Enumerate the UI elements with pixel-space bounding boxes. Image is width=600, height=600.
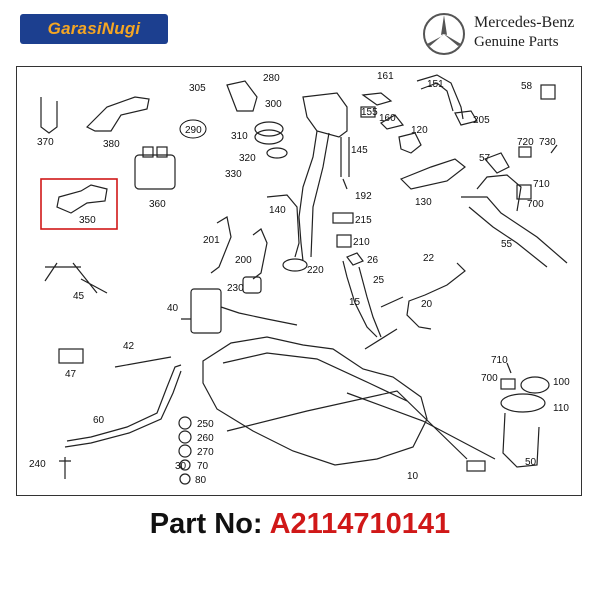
callout-label: 305: [189, 83, 206, 94]
callout-label: 240: [29, 459, 46, 470]
callout-label: 45: [73, 291, 85, 302]
brand-name-text: GarasiNugi: [47, 19, 141, 38]
callout-label: 15: [349, 297, 361, 308]
callout-label: 260: [197, 433, 214, 444]
callout-label: 161: [377, 71, 394, 82]
part-number-footer: Part No: A2114710141: [0, 508, 600, 541]
callout-label: 47: [65, 369, 77, 380]
brand-badge: GarasiNugi: [20, 14, 168, 44]
callout-label: 205: [473, 115, 490, 126]
highlight-box: [40, 178, 118, 230]
callout-label: 320: [239, 153, 256, 164]
callout-label: 10: [407, 471, 419, 482]
callout-label: 330: [225, 169, 242, 180]
mercedes-star-icon: [423, 13, 465, 55]
exploded-fuel-tank-diagram: 370 380 305 290 310 320 330 280 300 161 …: [29, 71, 570, 486]
callout-label: 270: [197, 447, 214, 458]
callout-label: 70: [197, 461, 209, 472]
callout-label: 201: [203, 235, 220, 246]
callout-label: 280: [263, 73, 280, 84]
callout-label: 57: [479, 153, 491, 164]
callout-label: 151: [427, 79, 444, 90]
callout-label: 58: [521, 81, 533, 92]
callout-label: 250: [197, 419, 214, 430]
callout-label: 700: [527, 199, 544, 210]
callout-label: 215: [355, 215, 372, 226]
callout-label: 310: [231, 131, 248, 142]
part-number-label: Part No:: [149, 508, 263, 540]
callout-label: 120: [411, 125, 428, 136]
callout-label: 20: [421, 299, 433, 310]
callout-label: 200: [235, 255, 252, 266]
callout-label: 110: [553, 403, 569, 414]
callout-label: 290: [185, 125, 202, 136]
callout-label: 100: [553, 377, 570, 388]
callout-label: 210: [353, 237, 370, 248]
callout-label: 80: [195, 475, 207, 486]
callout-label: 50: [525, 457, 537, 468]
callout-label: 192: [355, 191, 372, 202]
callout-label: 22: [423, 253, 435, 264]
callout-label: 30: [175, 461, 187, 472]
callout-label: 155: [361, 107, 378, 118]
part-number-value: A2114710141: [269, 508, 451, 540]
callout-label: 710: [533, 179, 550, 190]
callout-label: 700: [481, 373, 498, 384]
callout-label: 60: [93, 415, 105, 426]
callout-label: 220: [307, 265, 324, 276]
callout-label: 720: [517, 137, 534, 148]
callout-label: 145: [351, 145, 368, 156]
callout-label: 160: [379, 113, 396, 124]
callout-label: 300: [265, 99, 282, 110]
callout-label: 25: [373, 275, 385, 286]
callout-label: 40: [167, 303, 179, 314]
callout-label: 42: [123, 341, 135, 352]
parts-diagram: 370 380 305 290 310 320 330 280 300 161 …: [16, 66, 582, 496]
callout-label: 55: [501, 239, 513, 250]
genuine-parts-subtitle: Genuine Parts: [474, 34, 559, 50]
callout-label: 26: [367, 255, 379, 266]
callout-label: 140: [269, 205, 286, 216]
callout-label: 360: [149, 199, 166, 210]
callout-label: 370: [37, 137, 54, 148]
callout-label: 730: [539, 137, 556, 148]
callout-label: 380: [103, 139, 120, 150]
callout-label: 350: [79, 215, 96, 226]
callout-label: 130: [415, 197, 432, 208]
callout-circle-290: [179, 119, 207, 139]
mercedes-benz-name: Mercedes-Benz: [474, 14, 575, 31]
callout-label: 230: [227, 283, 244, 294]
callout-label: 710: [491, 355, 508, 366]
